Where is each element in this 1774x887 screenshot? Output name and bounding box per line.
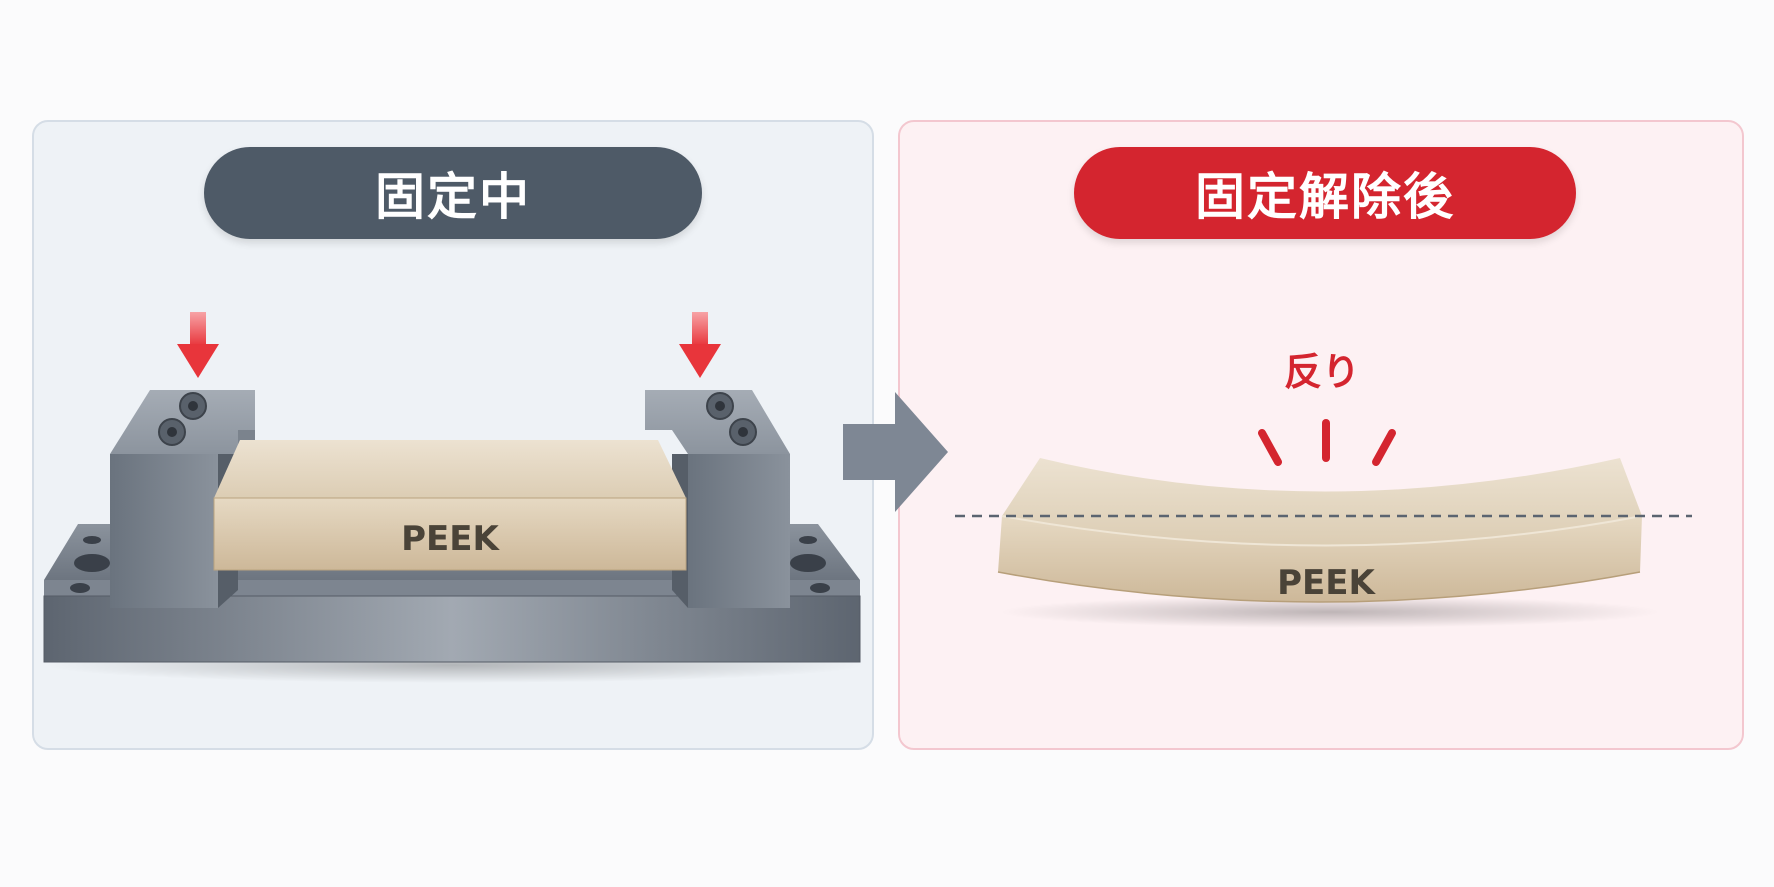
mount-hole xyxy=(83,536,101,544)
clamped-title: 固定中 xyxy=(204,147,702,239)
mount-hole xyxy=(810,583,830,593)
mount-hole xyxy=(790,554,826,572)
down-arrow-icon xyxy=(177,312,219,378)
peek-label-clamped: PEEK xyxy=(401,519,500,559)
warp-indicator-lines xyxy=(1258,419,1396,466)
warp-label: 反り xyxy=(1284,350,1360,394)
released-title: 固定解除後 xyxy=(1074,147,1576,239)
right-arrow-icon xyxy=(843,392,948,512)
down-arrow-icon xyxy=(679,312,721,378)
warped-shadow xyxy=(1000,596,1660,628)
mount-hole xyxy=(70,583,90,593)
mount-hole xyxy=(74,554,110,572)
peek-block-clamped: PEEK xyxy=(213,440,687,571)
peek-label-warped: PEEK xyxy=(1277,563,1376,603)
mount-hole xyxy=(799,536,817,544)
right-clamp-block xyxy=(645,390,790,608)
peek-block-warped: PEEK xyxy=(997,458,1643,603)
